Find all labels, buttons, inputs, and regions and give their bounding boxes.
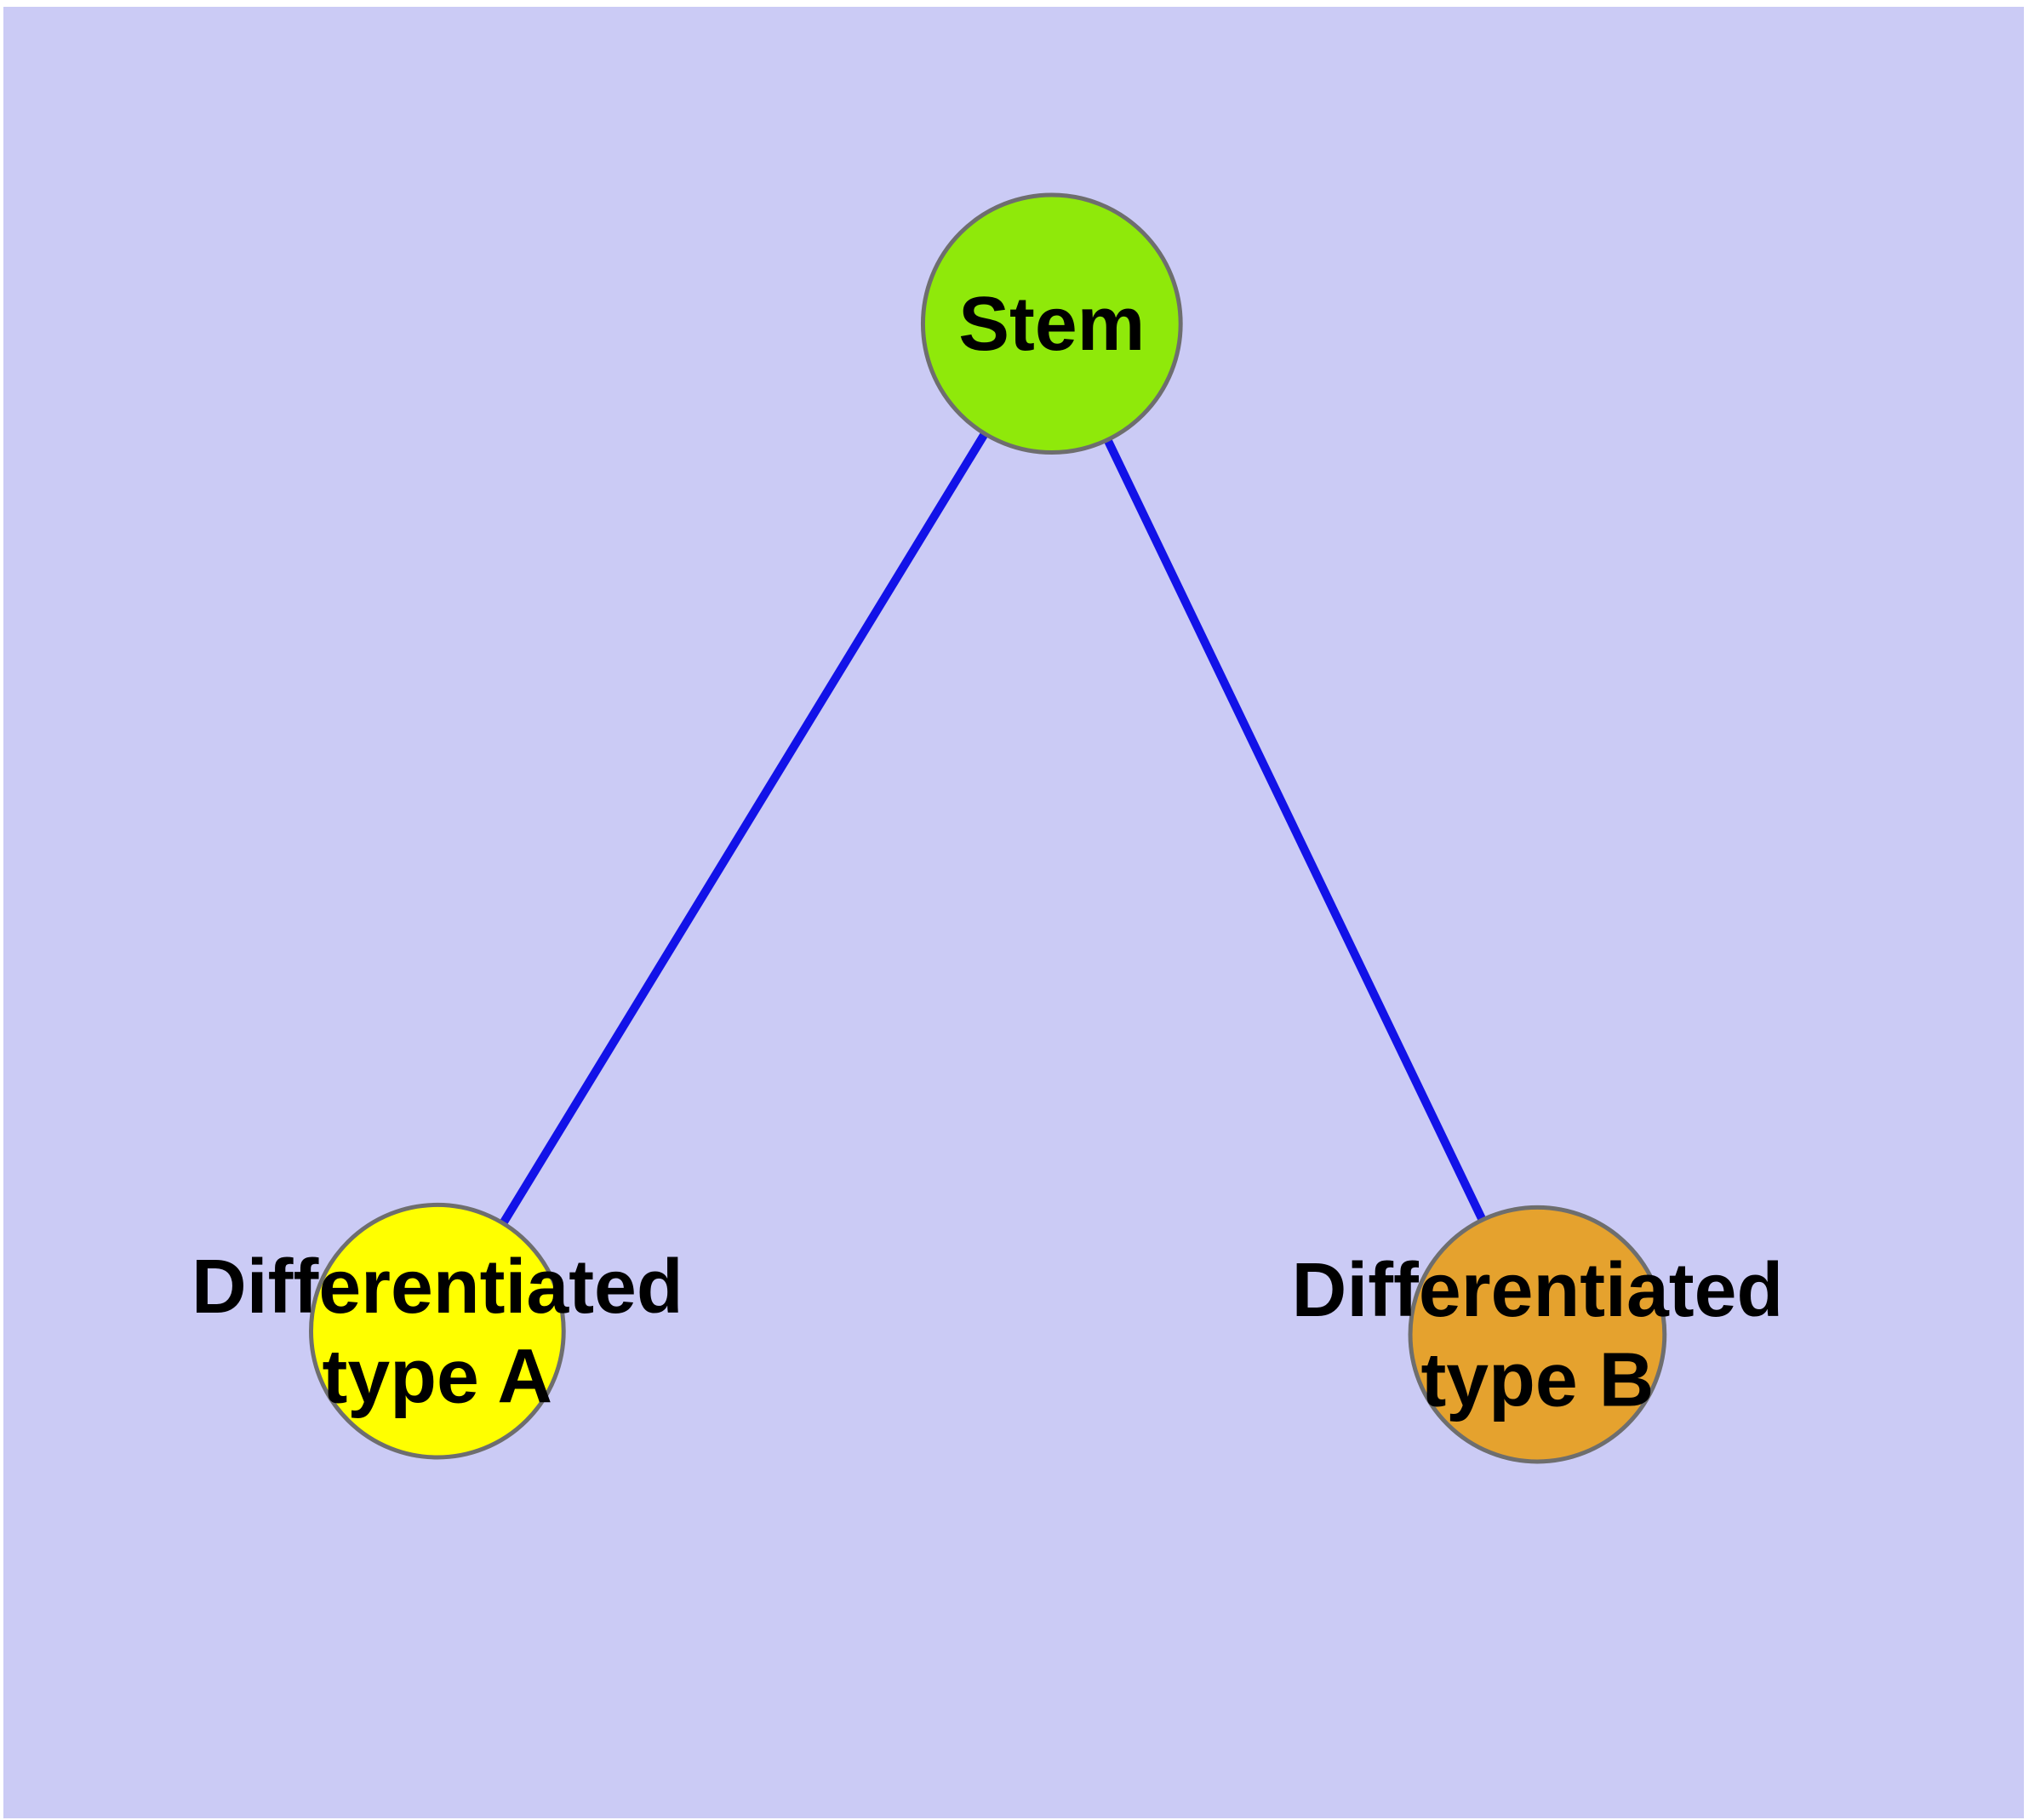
node-label-line: Differentiated	[1292, 1247, 1784, 1332]
node-label-line: type A	[323, 1333, 553, 1418]
edge-stem-to-differentiated-type-b	[1048, 322, 1541, 1336]
node-label-stem: Stem	[958, 281, 1145, 366]
edge-stem-to-differentiated-type-a	[433, 321, 1056, 1334]
node-differentiated-type-b	[1408, 1205, 1667, 1464]
node-differentiated-type-a	[308, 1202, 566, 1460]
node-stem	[920, 192, 1183, 455]
node-label-line: Differentiated	[191, 1244, 683, 1329]
node-label-line: type B	[1420, 1336, 1654, 1422]
node-label-line: Stem	[958, 281, 1145, 366]
